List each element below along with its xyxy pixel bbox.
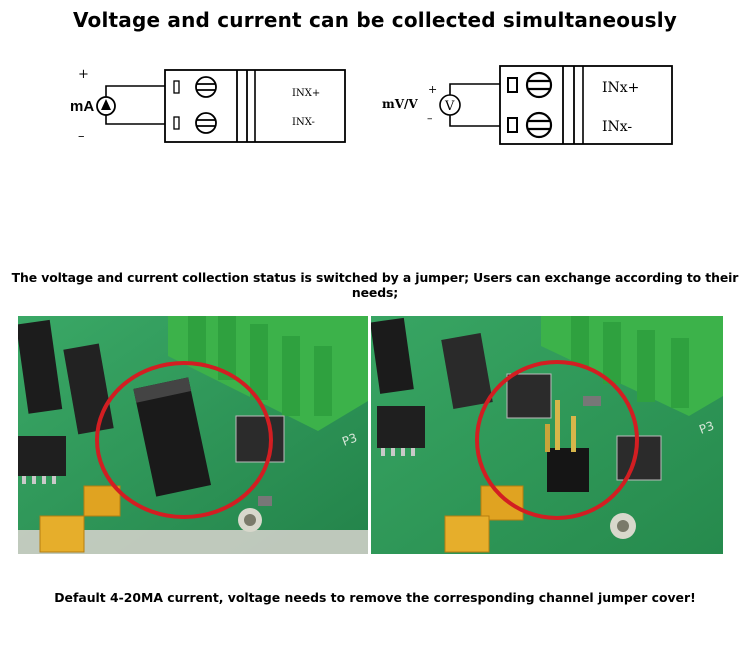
smd-component <box>616 435 662 481</box>
current-terminal-block <box>164 69 346 143</box>
capacitor <box>444 515 490 553</box>
voltage-screw-plus-icon <box>525 71 553 99</box>
voltage-wire-plus <box>449 83 500 95</box>
mounting-hole <box>610 513 636 539</box>
capacitor <box>83 485 121 517</box>
ic-chip <box>377 406 425 456</box>
voltmeter-symbol: V <box>444 99 455 114</box>
voltage-minus-sign: – <box>427 112 433 125</box>
mounting-hole <box>238 508 262 532</box>
page-title: Voltage and current can be collected sim… <box>72 8 678 32</box>
highlight-circle <box>475 360 639 520</box>
jumper-cap-highlighted <box>133 377 212 497</box>
current-screw-plus-icon <box>195 76 217 98</box>
current-unit-label: mA <box>70 98 94 115</box>
silkscreen-label: P3 <box>697 419 716 437</box>
capacitor <box>480 485 524 521</box>
voltage-terminal-block <box>499 65 673 145</box>
current-terminal-plus-label: INX+ <box>292 88 320 99</box>
voltage-terminal-plus-label: INx+ <box>602 80 639 96</box>
silkscreen-label: P3 <box>340 431 359 449</box>
current-source-icon <box>96 96 116 116</box>
jumper-installed-photo: P3 <box>18 316 368 554</box>
voltmeter-icon: V <box>439 94 461 116</box>
voltage-wire-minus <box>449 115 500 127</box>
jumper-removed-photo: P3 <box>371 316 723 554</box>
smd-resistor <box>258 496 272 506</box>
current-wiring-diagram: + mA – INX+ INX- <box>70 67 346 144</box>
voltage-plus-sign: + <box>428 83 437 96</box>
green-terminal-connector <box>541 316 723 416</box>
default-mode-caption: Default 4-20MA current, voltage needs to… <box>54 590 696 605</box>
smd-component <box>506 373 552 419</box>
current-plus-sign: + <box>78 67 89 82</box>
jumper-switch-caption: The voltage and current collection statu… <box>11 270 739 300</box>
voltage-screw-minus-icon <box>525 111 553 139</box>
green-terminal-connector <box>168 316 368 431</box>
current-wire-minus <box>105 115 165 125</box>
current-terminal-minus-label: INX- <box>292 117 315 128</box>
smd-resistor <box>583 396 601 406</box>
voltage-wiring-diagram: mV/V + – V INx+ INx- <box>382 65 673 145</box>
voltage-unit-label: mV/V <box>382 97 418 111</box>
smd-component <box>235 415 285 463</box>
current-screw-minus-icon <box>195 112 217 134</box>
highlight-circle <box>95 361 273 519</box>
current-minus-sign: – <box>78 129 85 144</box>
voltage-terminal-minus-label: INx- <box>602 119 632 135</box>
capacitor <box>39 515 85 553</box>
ic-chip <box>18 436 66 484</box>
current-wire-plus <box>105 85 165 97</box>
jumper-header-pins <box>545 400 589 492</box>
jumper-block-far <box>371 317 493 409</box>
